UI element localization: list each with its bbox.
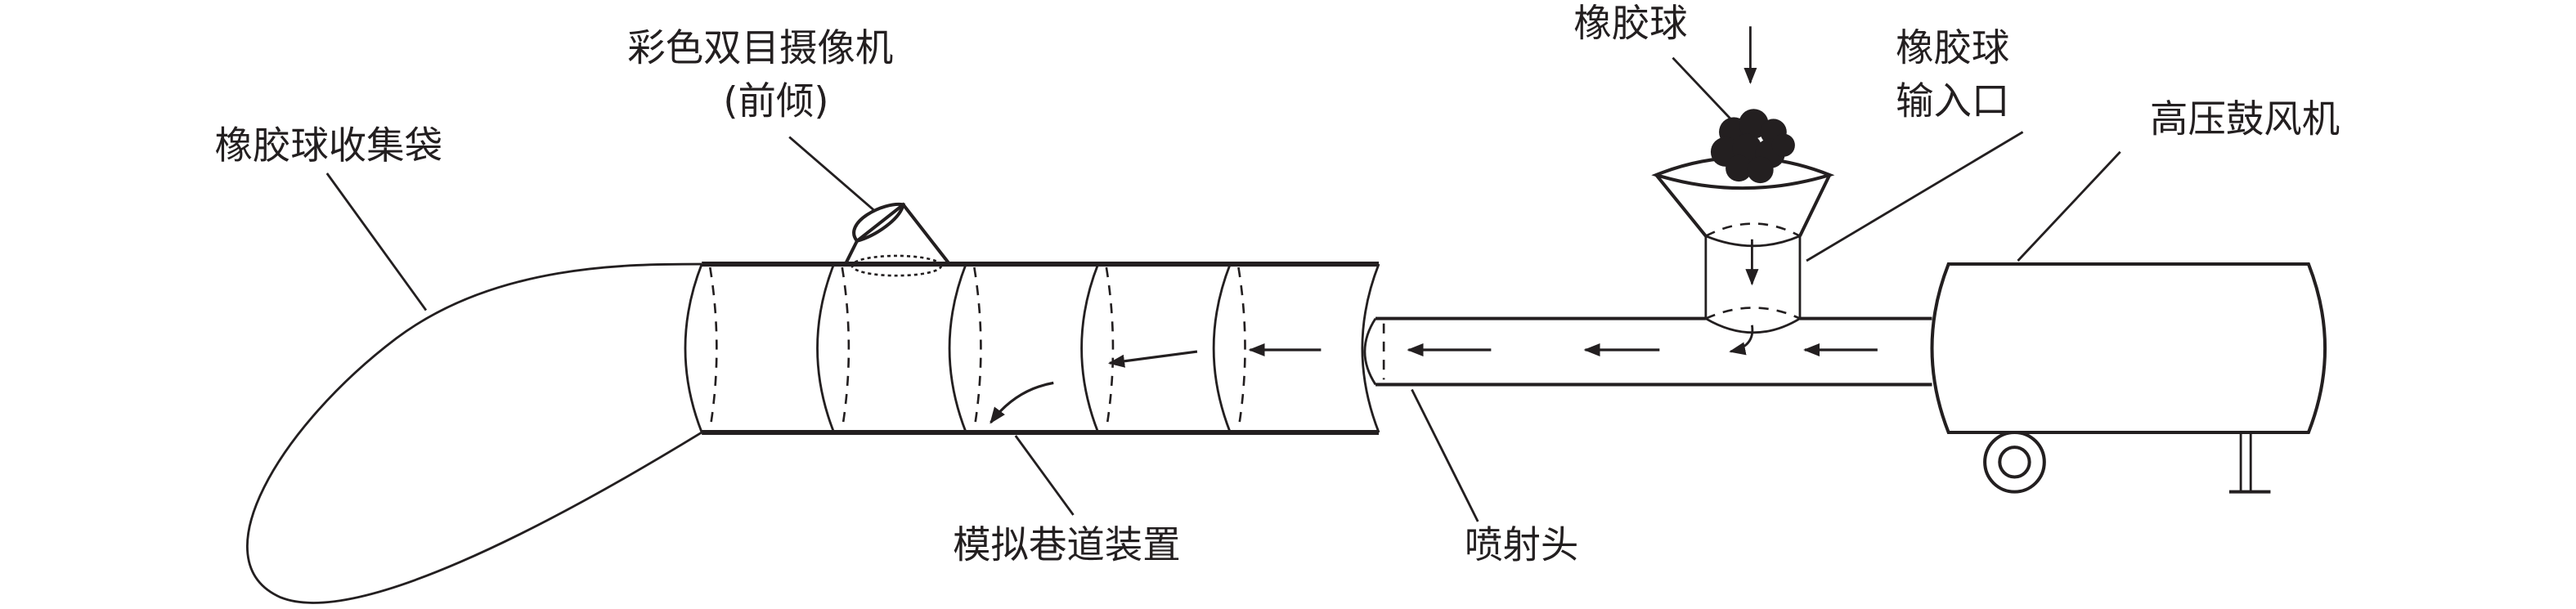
label-nozzle: 喷射头 (1465, 522, 1578, 566)
label-camera-tilt: (前倾) (723, 78, 828, 123)
high-pressure-blower (1930, 262, 2327, 494)
stereo-camera (844, 202, 951, 277)
label-blower: 高压鼓风机 (2150, 97, 2340, 141)
label-tunnel-device: 模拟巷道装置 (953, 522, 1181, 566)
nozzle-pipe (1363, 316, 1932, 387)
airflow-arrows (990, 343, 1878, 424)
label-rubber-ball: 橡胶球 (1573, 1, 1687, 45)
collection-bag (246, 262, 702, 604)
label-camera: 彩色双目摄像机 (627, 26, 893, 70)
label-collection-bag: 橡胶球收集袋 (215, 123, 443, 168)
ball-inlet (1651, 155, 1835, 356)
rubber-balls (1710, 109, 1795, 184)
wheel-icon (1983, 430, 2046, 494)
leader-lines (325, 56, 2121, 522)
simulated-tunnel (684, 262, 1380, 435)
label-inlet-1: 橡胶球 (1896, 26, 2009, 70)
label-inlet-2: 输入口 (1896, 78, 2009, 123)
